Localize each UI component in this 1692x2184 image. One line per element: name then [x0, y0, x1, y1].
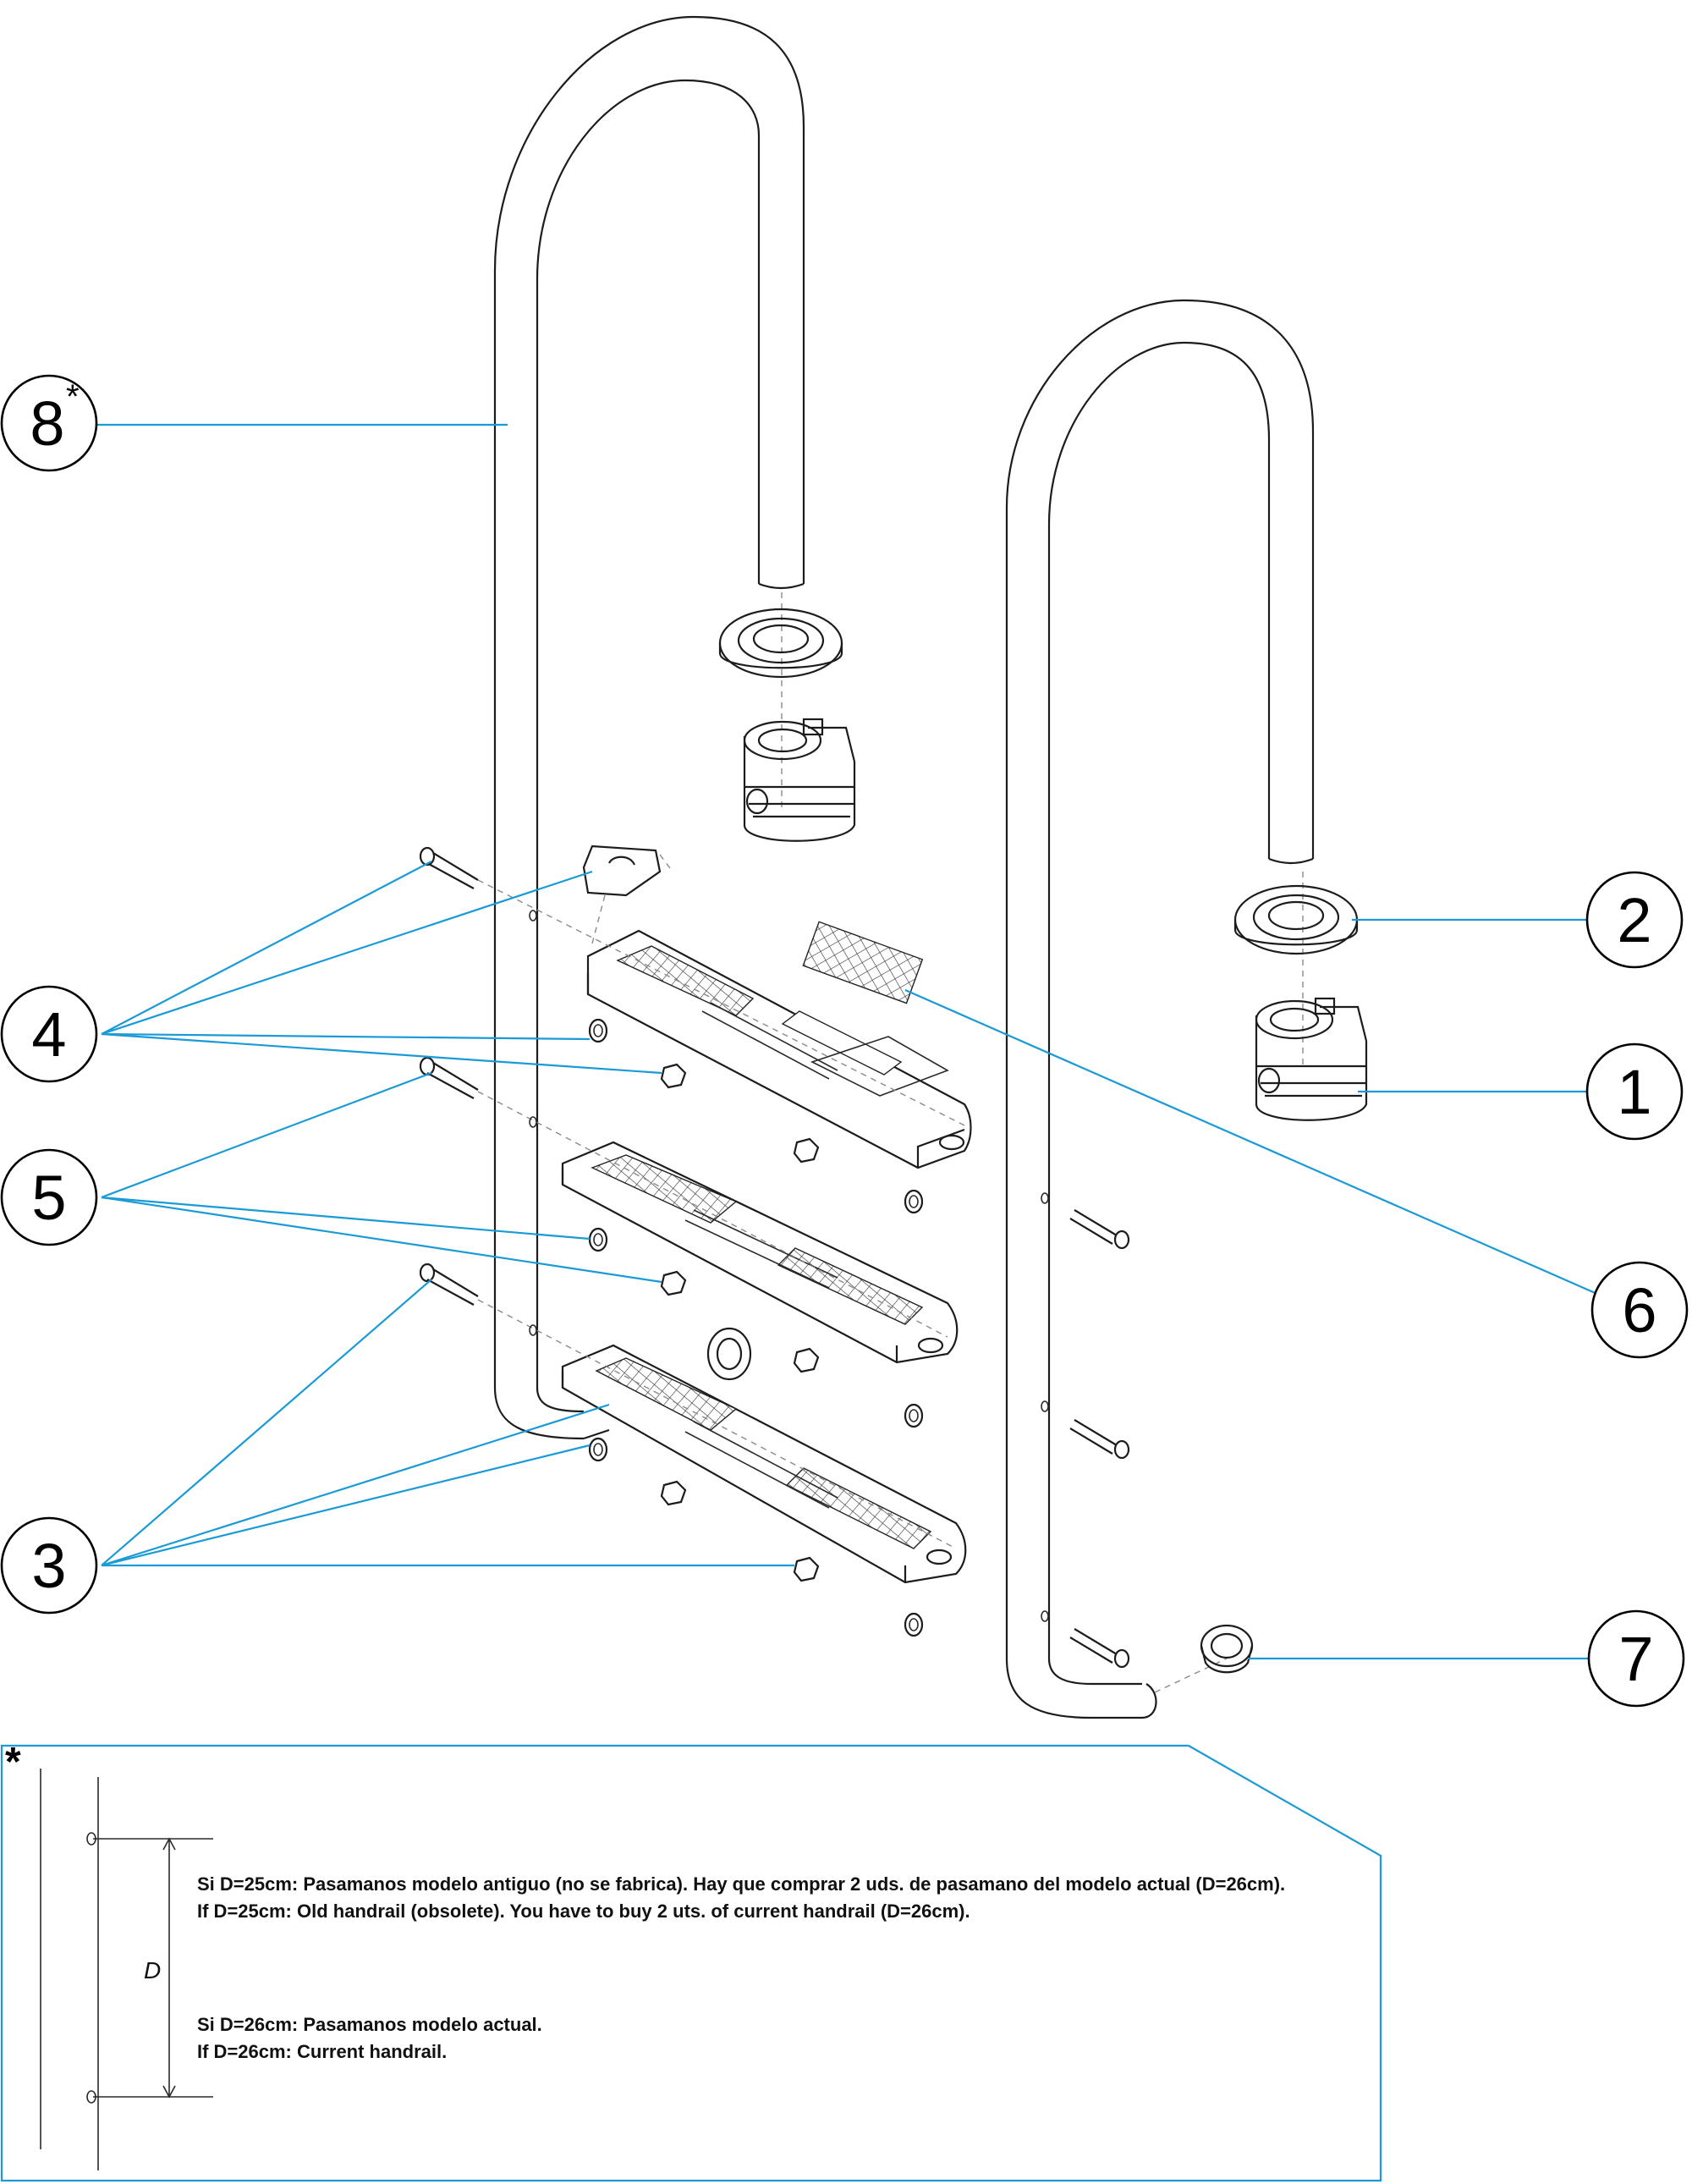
- callout-2: 2: [1585, 871, 1684, 969]
- right-handrail: [1005, 299, 1315, 1719]
- note-line2-es: Si D=26cm: Pasamanos modelo actual.: [197, 2014, 542, 2035]
- callout-3-number: 3: [31, 1531, 66, 1601]
- plug-cap: [706, 1327, 752, 1381]
- callout-5-number: 5: [31, 1163, 66, 1233]
- callout-7: 7: [1587, 1609, 1685, 1708]
- rail-holes: [529, 910, 1049, 1622]
- callout-2-number: 2: [1617, 885, 1651, 955]
- note-line1-es: Si D=25cm: Pasamanos modelo antiguo (no …: [197, 1873, 1285, 1895]
- callout-8: 8 *: [0, 374, 98, 472]
- step-middle: [561, 1141, 959, 1364]
- escutcheon-right: [1233, 884, 1359, 955]
- anchor-socket-left: [743, 718, 856, 842]
- callout-1: 1: [1585, 1042, 1684, 1141]
- bolts-right: [1069, 1209, 1130, 1669]
- step-top: [586, 929, 972, 1169]
- anchor-socket-right: [1255, 997, 1368, 1121]
- callout-8-number: 8: [30, 388, 64, 459]
- washers-and-nuts: [588, 1018, 924, 1637]
- escutcheon-left: [718, 608, 843, 679]
- callout-6-number: 6: [1622, 1275, 1656, 1345]
- end-cap: [1200, 1624, 1254, 1674]
- note-line1-en: If D=25cm: Old handrail (obsolete). You …: [197, 1901, 970, 1922]
- step-clamp: [582, 844, 673, 944]
- dimension-label: D: [144, 1957, 161, 1983]
- anti-slip-pad: [802, 921, 924, 1004]
- callout-6: 6: [1590, 1261, 1689, 1359]
- callout-5: 5: [0, 1148, 98, 1246]
- note-box: * D Si D=25cm: Pasamanos modelo antiguo …: [0, 1740, 1382, 2182]
- step-bottom: [561, 1344, 967, 1584]
- callout-7-number: 7: [1618, 1624, 1653, 1694]
- left-handrail: [493, 15, 805, 1440]
- callout-4-number: 4: [31, 999, 66, 1070]
- callout-3: 3: [0, 1516, 98, 1615]
- note-asterisk: *: [5, 1740, 21, 1785]
- bolts-left: [419, 846, 479, 1306]
- callout-8-asterisk: *: [66, 378, 80, 415]
- note-line2-en: If D=26cm: Current handrail.: [197, 2041, 447, 2062]
- leader-lines: [97, 423, 1600, 1660]
- callout-4: 4: [0, 985, 98, 1083]
- callout-1-number: 1: [1617, 1057, 1651, 1127]
